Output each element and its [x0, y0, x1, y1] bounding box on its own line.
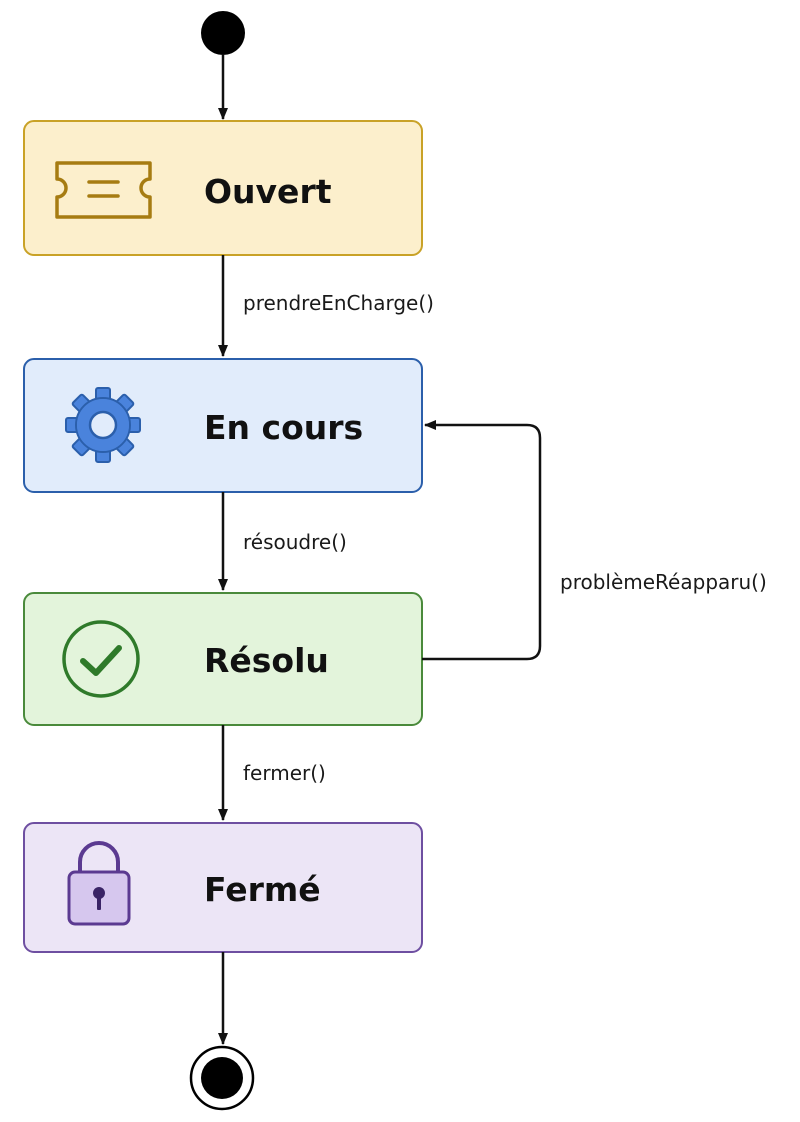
state-open-title: Ouvert [204, 172, 332, 211]
initial-node [201, 11, 245, 55]
state-resolved-title: Résolu [204, 641, 329, 680]
state-in-progress[interactable]: En cours [23, 358, 423, 493]
label-prendre-en-charge: prendreEnCharge() [243, 291, 434, 315]
label-probleme-reapparu: problèmeRéapparu() [560, 570, 767, 594]
lock-icon [67, 841, 131, 926]
label-fermer: fermer() [243, 761, 326, 785]
check-circle-icon [62, 620, 140, 698]
state-in-progress-title: En cours [204, 408, 363, 447]
gear-icon [65, 387, 141, 463]
state-resolved[interactable]: Résolu [23, 592, 423, 726]
state-open[interactable]: Ouvert [23, 120, 423, 256]
edge-resolved-to-in-progress [422, 420, 542, 661]
state-closed[interactable]: Fermé [23, 822, 423, 953]
state-closed-title: Fermé [204, 870, 321, 909]
label-resoudre: résoudre() [243, 530, 347, 554]
ticket-icon [55, 161, 152, 219]
final-node [189, 1045, 255, 1111]
